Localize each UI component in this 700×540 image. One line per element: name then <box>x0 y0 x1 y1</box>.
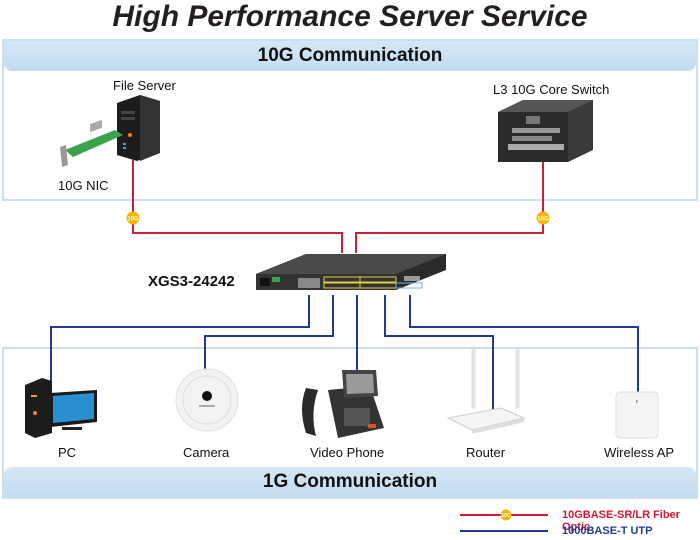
pc-icon <box>25 378 97 438</box>
utp-line-wireless-ap <box>409 295 639 395</box>
switch-model-label: XGS3-24242 <box>148 273 235 290</box>
camera-icon <box>175 368 239 432</box>
video-phone-label: Video Phone <box>310 445 385 460</box>
switch-icon <box>256 254 446 290</box>
zone-1g-label: 1G Communication <box>4 467 696 497</box>
wireless-ap-label: Wireless AP <box>604 445 675 460</box>
legend-swatches: 10G <box>460 509 548 532</box>
legend-fiber-label: 10GBASE-SR/LR Fiber Optic <box>562 509 680 533</box>
router-icon <box>446 348 526 433</box>
utp-line-pc <box>50 295 310 390</box>
fiber-line-file-server <box>132 160 343 253</box>
camera-label: Camera <box>183 445 230 460</box>
fiber-badge-right: 10G <box>536 211 550 225</box>
router-label: Router <box>466 445 506 460</box>
utp-line-camera <box>204 295 334 370</box>
legend-fiber-badge-icon <box>500 509 512 521</box>
fiber-badge-left: 10G <box>126 211 140 225</box>
file-server-icon <box>60 95 160 167</box>
svg-text:10G: 10G <box>501 513 511 519</box>
core-switch-label: L3 10G Core Switch <box>493 82 610 97</box>
video-phone-icon <box>302 370 384 438</box>
page-title: High Performance Server Service <box>112 0 588 33</box>
zone-10g-label: 10G Communication <box>4 41 696 71</box>
utp-line-router <box>384 295 494 410</box>
wireless-ap-icon <box>615 391 659 439</box>
svg-text:10G: 10G <box>537 217 549 223</box>
nic-label: 10G NIC <box>58 178 109 193</box>
file-server-label: File Server <box>113 78 176 93</box>
svg-text:10G: 10G <box>127 217 139 223</box>
pc-label: PC <box>58 445 77 460</box>
core-switch-icon <box>498 100 593 162</box>
legend-utp-label: 1000BASE-T UTP <box>562 525 653 537</box>
fiber-line-core-switch <box>355 160 544 253</box>
